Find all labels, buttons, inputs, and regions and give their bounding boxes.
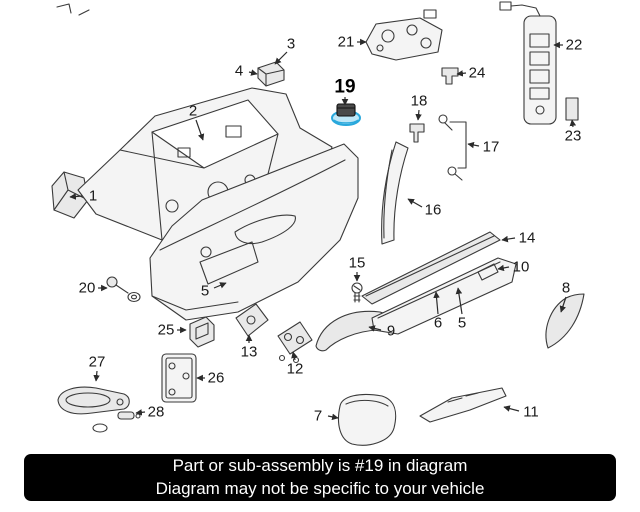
- part-5-door-trim-panel: [149, 143, 359, 321]
- leader-line-8: [559, 296, 567, 313]
- part-12-bracket: [277, 321, 313, 364]
- callout-label-28: 28: [148, 404, 165, 421]
- callout-label-11: 11: [523, 404, 539, 421]
- leader-line-27: [93, 370, 100, 382]
- part-25-switch: [189, 316, 215, 348]
- leader-line-10: [497, 264, 510, 272]
- leader-line-17: [467, 141, 480, 149]
- leader-line-4: [248, 69, 258, 76]
- callout-label-1: 1: [89, 188, 97, 205]
- callout-label-5: 5: [201, 283, 209, 300]
- callout-label-9: 9: [387, 323, 395, 340]
- leader-line-1: [69, 193, 83, 200]
- notice-line-2: Diagram may not be specific to your vehi…: [155, 478, 485, 498]
- part-22-window-switch-unit: [499, 1, 557, 125]
- part-18-clip: [409, 123, 425, 143]
- part-11-lower-trim: [419, 387, 507, 423]
- part-23-spacer: [565, 97, 579, 121]
- callout-label-26: 26: [208, 370, 225, 387]
- leader-line-6: [433, 291, 440, 315]
- callout-label-23: 23: [565, 128, 582, 145]
- callout-label-3: 3: [287, 36, 295, 53]
- callout-label-6: 6: [434, 315, 442, 332]
- callout-label-5: 5: [458, 315, 466, 332]
- part-13-bracket: [235, 303, 269, 337]
- part-24-clip: [441, 67, 459, 85]
- leader-line-3: [274, 51, 288, 65]
- notice-line-1: Part or sub-assembly is #19 in diagram: [172, 456, 468, 476]
- part-15-screw: [351, 282, 363, 303]
- callout-label-2: 2: [189, 103, 197, 120]
- callout-label-19: 19: [334, 77, 355, 98]
- leader-line-2: [195, 119, 205, 141]
- callout-label-12: 12: [287, 361, 304, 378]
- part-20-lock-knob: [106, 276, 141, 303]
- callout-label-20: 20: [79, 280, 96, 297]
- callout-label-14: 14: [519, 230, 536, 247]
- notice-banner: Part or sub-assembly is #19 in diagram D…: [24, 454, 616, 501]
- part-14-upper-trim-strip: [361, 231, 501, 305]
- callout-label-17: 17: [483, 139, 500, 156]
- callout-label-10: 10: [513, 259, 530, 276]
- part-16-pillar-trim: [381, 141, 409, 245]
- callout-label-15: 15: [349, 255, 366, 272]
- leader-line-12: [291, 351, 298, 361]
- callout-label-7: 7: [314, 408, 322, 425]
- callout-label-8: 8: [562, 280, 570, 297]
- leader-line-11: [503, 405, 520, 412]
- corner-detail: [56, 3, 90, 16]
- callout-label-16: 16: [425, 202, 442, 219]
- part-3-4-clip: [257, 61, 285, 87]
- leader-line-7: [327, 413, 339, 421]
- part-26-mount-panel: [161, 353, 197, 403]
- leader-line-5: [213, 282, 227, 289]
- callout-label-24: 24: [469, 65, 486, 82]
- callout-label-18: 18: [411, 93, 428, 110]
- callout-label-21: 21: [338, 34, 355, 51]
- leader-line-5: [455, 287, 463, 315]
- callout-label-4: 4: [235, 63, 243, 80]
- callout-label-25: 25: [158, 322, 175, 339]
- part-19-highlighted-grommet: [331, 103, 361, 126]
- leader-line-14: [501, 235, 516, 243]
- part-8-mirror-triangle-cover: [545, 293, 585, 349]
- leader-line-28: [135, 409, 146, 416]
- part-21-bracket-assembly: [365, 9, 443, 61]
- callout-label-13: 13: [241, 344, 258, 361]
- leader-line-24: [456, 70, 467, 77]
- callout-label-22: 22: [566, 37, 583, 54]
- leader-line-18: [415, 109, 422, 121]
- part-17-screws: [438, 114, 467, 181]
- leader-line-16: [407, 198, 423, 208]
- part-7-door-pocket: [337, 393, 397, 446]
- part-27-door-pull-handle: [57, 386, 130, 433]
- leader-line-23: [569, 119, 577, 128]
- leader-line-9: [368, 325, 382, 332]
- callout-label-27: 27: [89, 354, 106, 371]
